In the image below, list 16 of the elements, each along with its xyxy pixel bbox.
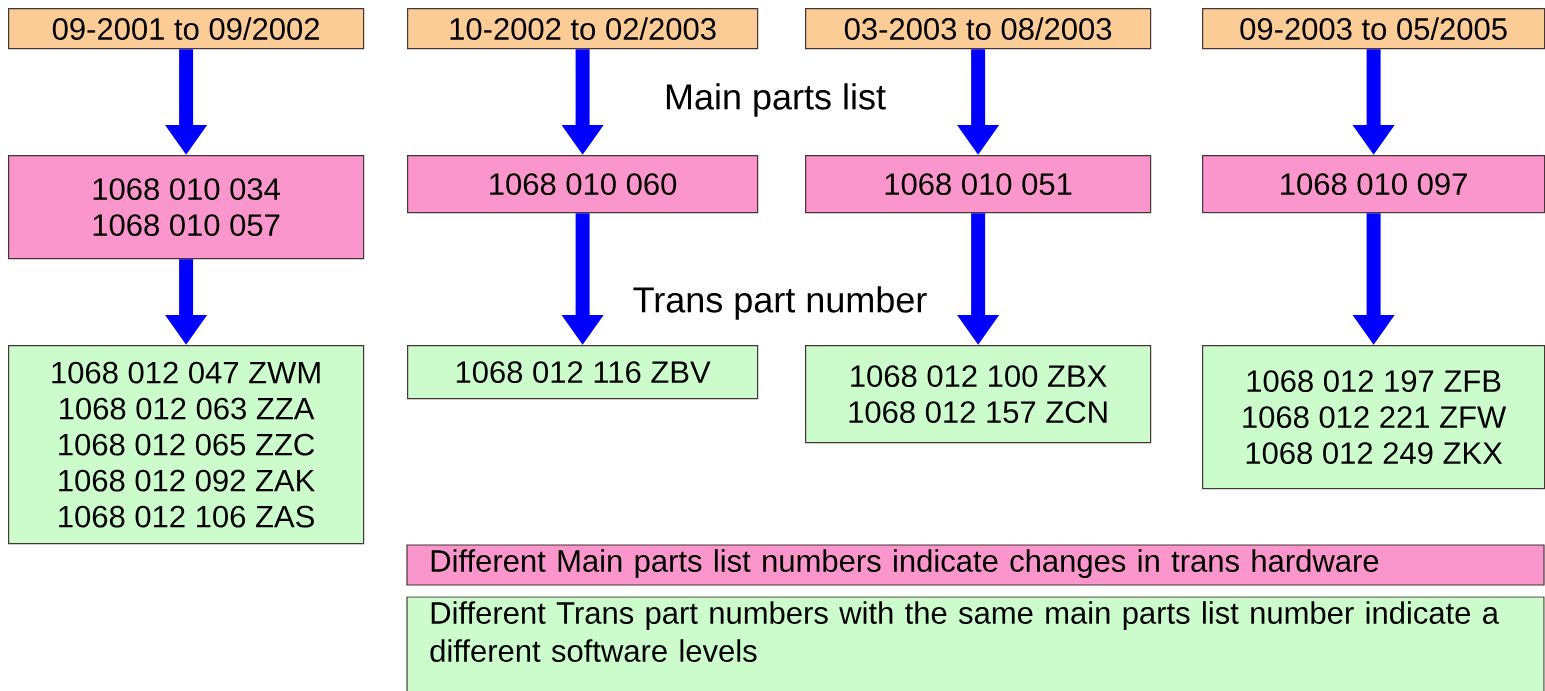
row-label: Main parts list [666, 83, 886, 117]
date-box: 09-2001 to 09/2002 [8, 8, 365, 50]
parts-list-box: 1068 010 051 [805, 155, 1152, 214]
part-number-box: 1068 012 197 ZFB 1068 012 221 ZFW 1068 012 249 ZKX [1202, 345, 1545, 490]
note-box: Different Trans part numbers with the same main parts list number indicate a different software levels [406, 596, 1545, 691]
note-box: Different Main parts list numbers indicate changes in trans hardware [406, 544, 1545, 586]
date-box: 10-2002 to 02/2003 [407, 8, 759, 50]
part-number-box: 1068 012 047 ZWM 1068 012 063 ZZA 1068 012 065 ZZC 1068 012 092 ZAK 1068 012 106 ZAS [8, 345, 365, 545]
date-box: 09-2003 to 05/2005 [1202, 8, 1545, 50]
parts-list-box: 1068 010 097 [1202, 155, 1545, 214]
parts-list-box: 1068 010 034 1068 010 057 [8, 155, 365, 260]
parts-list-box: 1068 010 060 [407, 155, 759, 214]
date-box: 03-2003 to 08/2003 [805, 8, 1152, 50]
part-number-box: 1068 012 116 ZBV [407, 345, 759, 400]
row-label: Trans part number [633, 286, 927, 320]
part-number-box: 1068 012 100 ZBX 1068 012 157 ZCN [805, 345, 1152, 444]
